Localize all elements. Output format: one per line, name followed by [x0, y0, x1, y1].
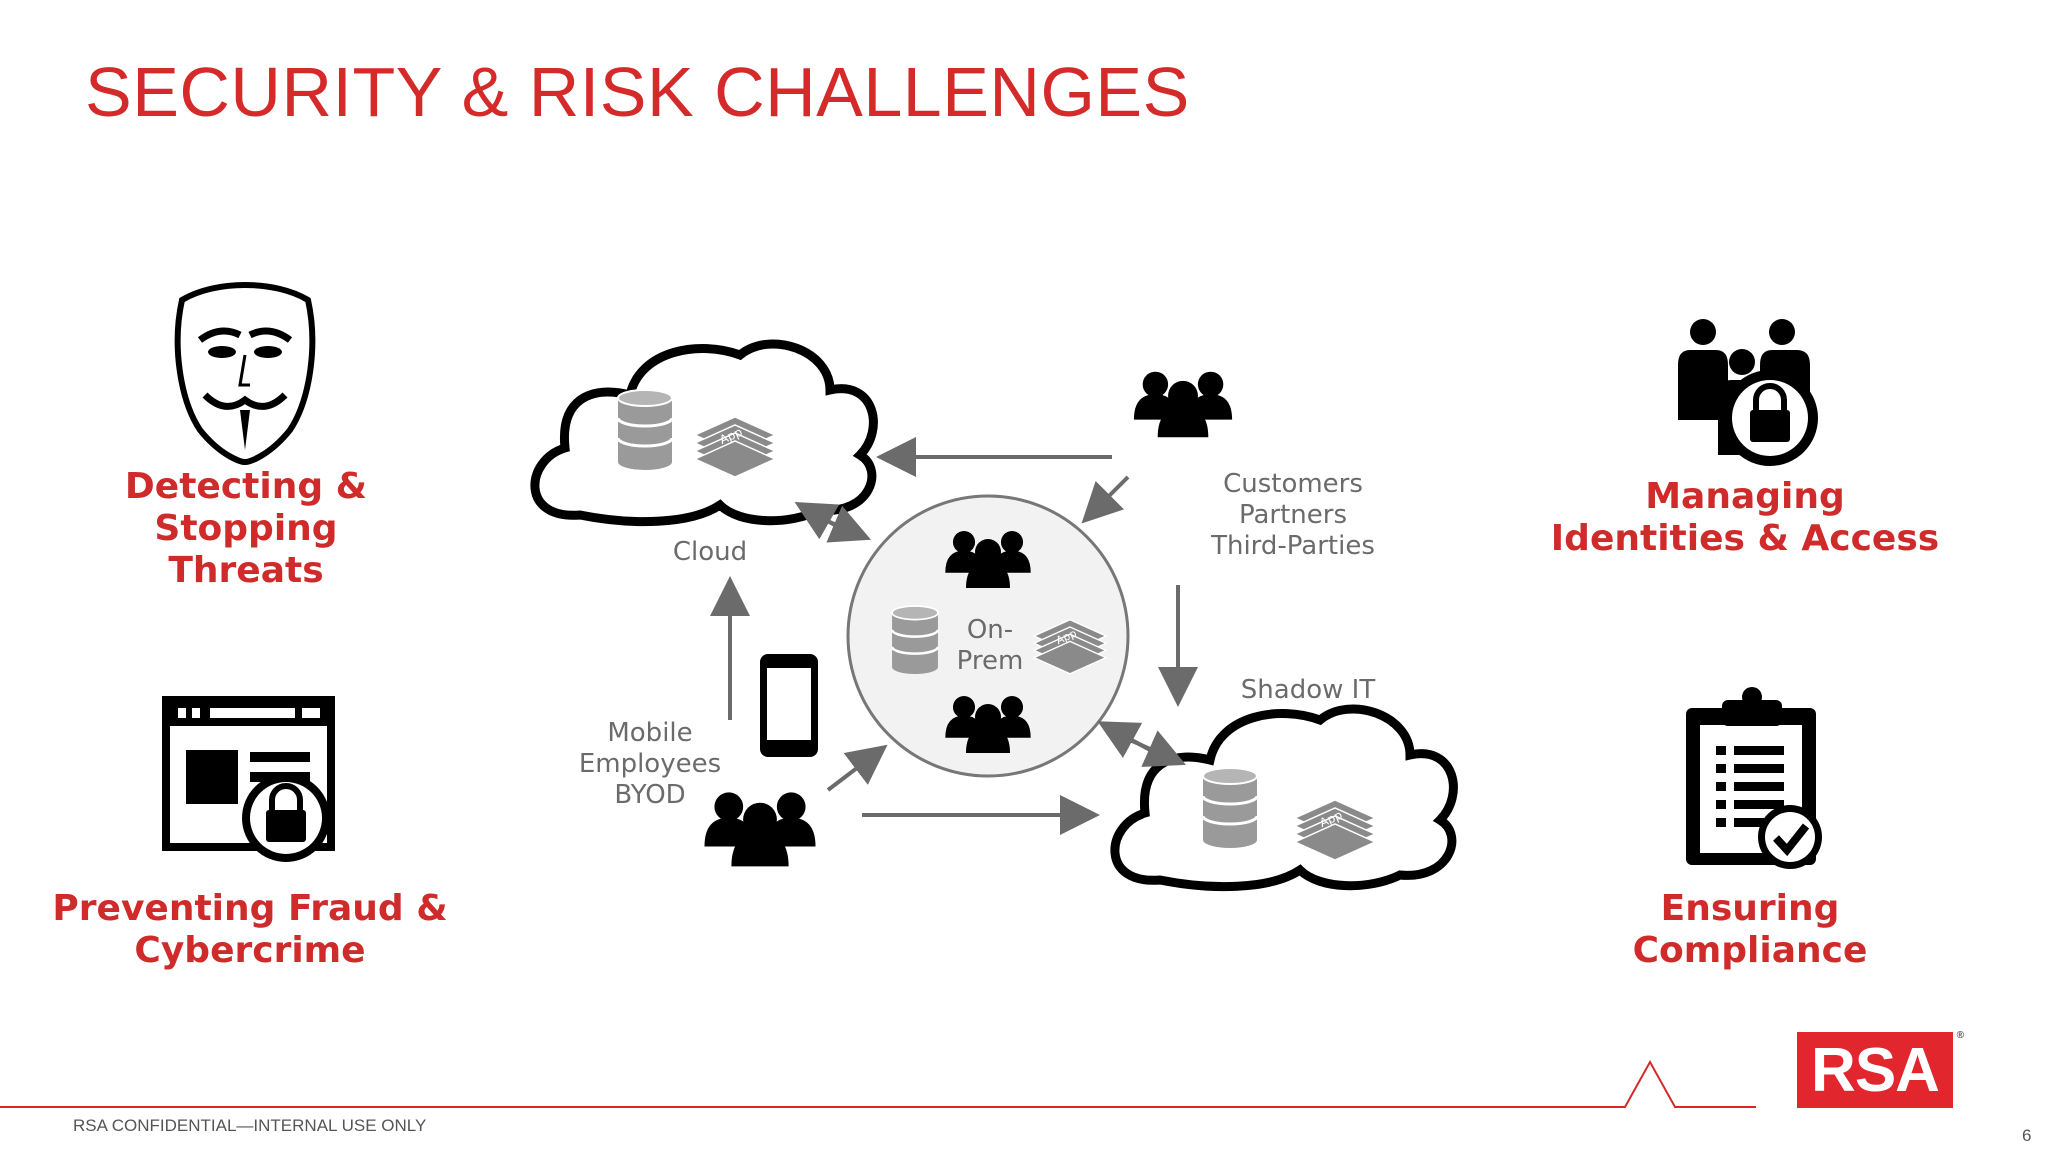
database-icon [616, 388, 674, 472]
slide-title: SECURITY & RISK CHALLENGES [85, 53, 1190, 131]
confidential-notice: RSA CONFIDENTIAL—INTERNAL USE ONLY [73, 1116, 427, 1135]
identity-line-1: Managing [1645, 476, 1845, 517]
onprem-line-2: Prem [956, 646, 1024, 676]
customers-line-1: Customers [1223, 469, 1363, 499]
on-prem-circle: App [846, 494, 1130, 778]
identity-label: Managing Identities & Access [1525, 476, 1965, 560]
app-stack-icon: App [1033, 619, 1107, 675]
app-stack-icon: App [1294, 799, 1376, 861]
fraud-label: Preventing Fraud & Cybercrime [40, 888, 460, 972]
onprem-line-1: On- [966, 615, 1014, 645]
customers-line-2: Partners [1238, 500, 1348, 530]
threats-line-1: Detecting & Stopping [124, 466, 368, 549]
app-stack-icon: App [694, 416, 776, 478]
customers-group-icon [1134, 372, 1232, 437]
arrow-onprem-cloud-b [819, 505, 872, 543]
mobile-label: Mobile Employees BYOD [560, 718, 740, 811]
clipboard-check-icon [1686, 687, 1822, 869]
flow-arrows [710, 437, 1198, 835]
top-cloud: App [530, 339, 878, 527]
browser-lock-icon [162, 696, 335, 862]
compliance-line-2: Compliance [1632, 930, 1868, 971]
fraud-line-2: Cybercrime [134, 930, 366, 971]
cloud-label: Cloud [640, 537, 780, 568]
mask-icon [174, 282, 316, 466]
registered-mark: ® [1956, 1030, 1964, 1041]
threats-line-2: Threats [168, 550, 324, 591]
arrow-onprem-shadow-b [1097, 721, 1151, 758]
rsa-logo: RSA ® [1797, 1030, 1964, 1108]
rsa-logo-text: RSA [1811, 1035, 1940, 1105]
identity-lock-icon [1678, 319, 1818, 466]
mobile-line-2: Employees [578, 749, 722, 779]
compliance-label: Ensuring Compliance [1570, 888, 1930, 972]
footer-rule [0, 1059, 1756, 1108]
shadow-it-cloud: App [1110, 704, 1458, 892]
threats-label: Detecting & Stopping Threats [30, 466, 462, 592]
customers-label: Customers Partners Third-Parties [1183, 469, 1403, 562]
page-number: 6 [2022, 1126, 2032, 1145]
onprem-label: On- Prem [930, 615, 1050, 677]
database-icon [1201, 766, 1259, 850]
fraud-line-1: Preventing Fraud & [52, 888, 448, 929]
shadow-it-text: Shadow IT [1240, 675, 1376, 705]
shadow-it-label: Shadow IT [1218, 675, 1398, 706]
mobile-line-3: BYOD [614, 780, 686, 810]
mobile-line-1: Mobile [607, 718, 693, 748]
arrow-mobile-to-onprem [826, 744, 888, 792]
customers-line-3: Third-Parties [1211, 531, 1375, 561]
cloud-icon [1110, 704, 1458, 892]
cloud-label-text: Cloud [672, 537, 748, 567]
smartphone-icon [760, 654, 818, 757]
arrow-customers-to-onprem [1081, 475, 1130, 524]
identity-line-2: Identities & Access [1550, 518, 1940, 559]
compliance-line-1: Ensuring [1660, 888, 1840, 929]
